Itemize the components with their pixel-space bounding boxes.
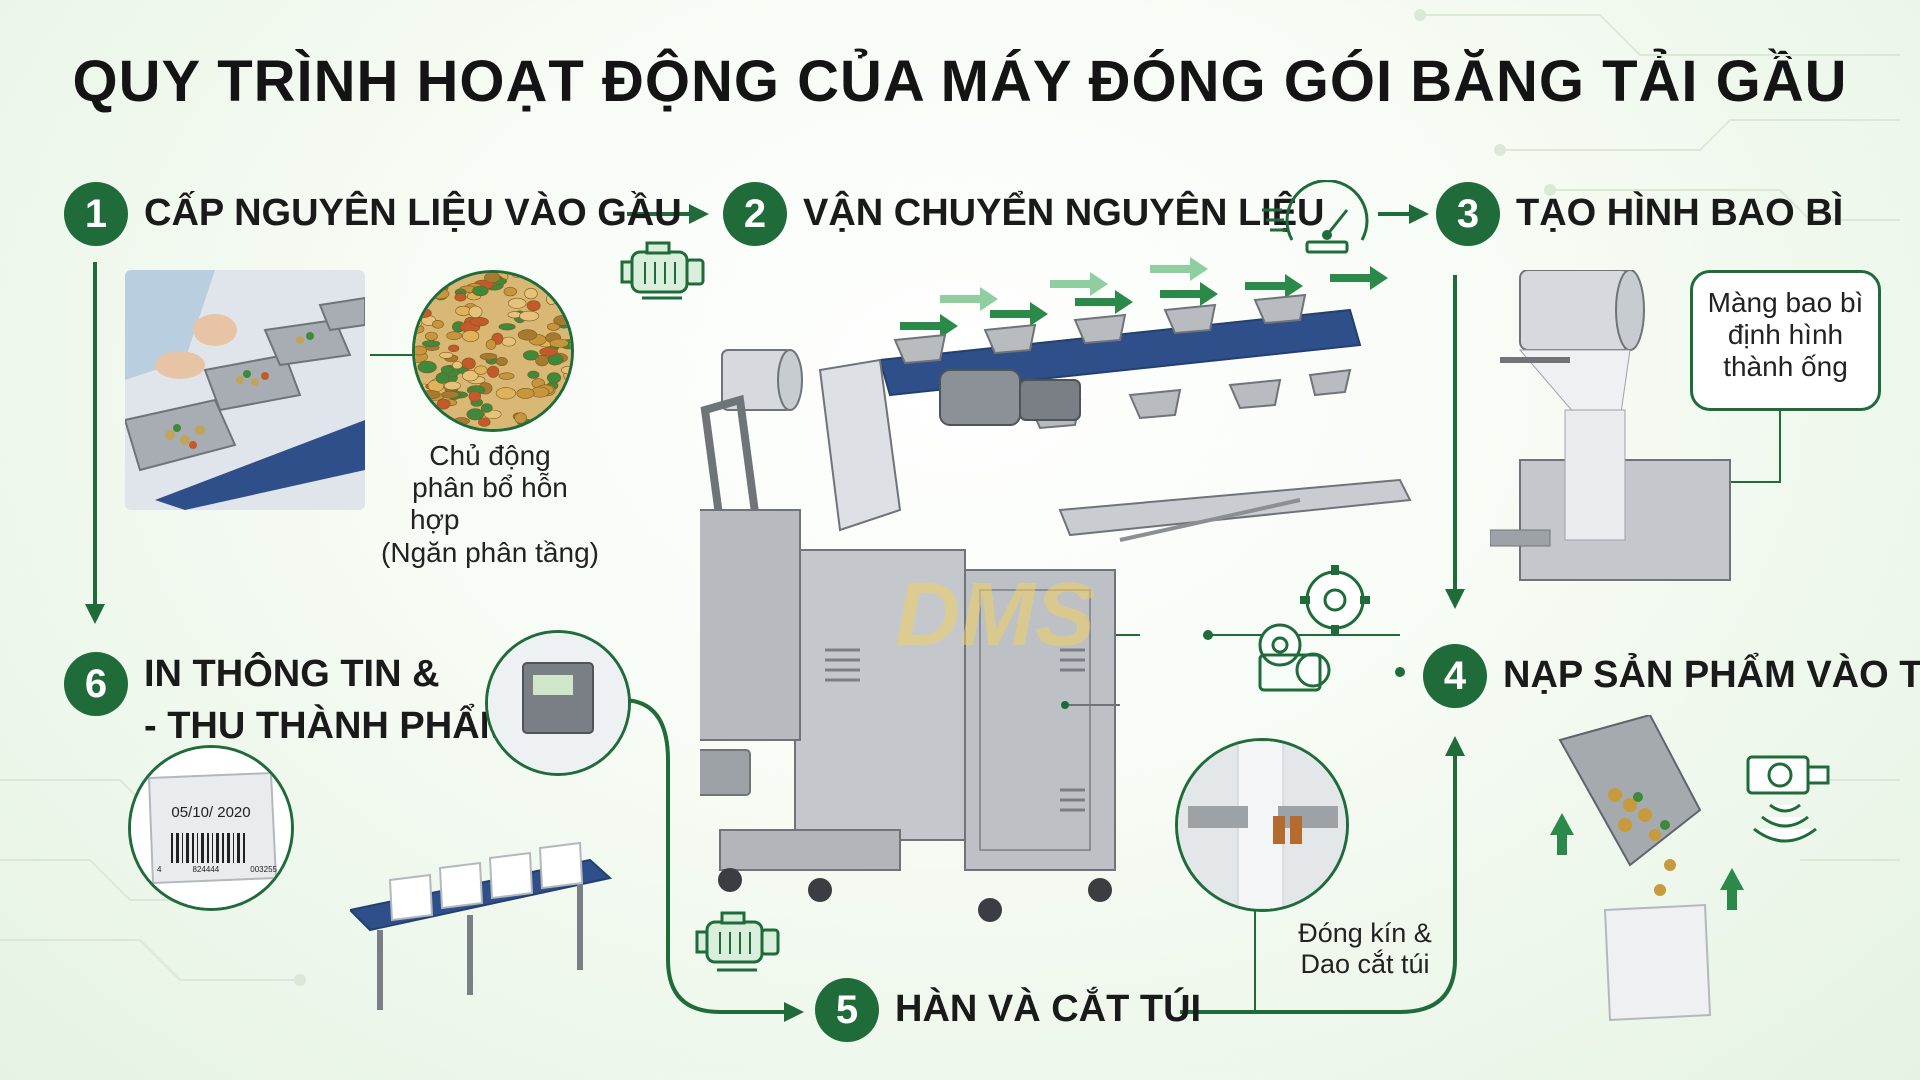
granule bbox=[539, 347, 558, 357]
brand-watermark: DMS bbox=[895, 565, 1095, 665]
granule bbox=[547, 322, 561, 331]
page-title: QUY TRÌNH HOẠT ĐỘNG CỦA MÁY ĐÓNG GÓI BĂN… bbox=[72, 49, 1848, 114]
printer-zoom bbox=[485, 630, 631, 776]
step-3: 3 TẠO HÌNH BAO BÌ bbox=[1436, 182, 1843, 246]
granule bbox=[484, 273, 501, 283]
granule bbox=[479, 352, 498, 361]
granule bbox=[487, 365, 500, 378]
granule bbox=[507, 297, 527, 309]
granule bbox=[527, 370, 540, 379]
motor-icon bbox=[620, 241, 705, 300]
granule bbox=[436, 398, 451, 410]
granule bbox=[422, 340, 441, 348]
filling-illustration bbox=[1550, 715, 1744, 1022]
step-4-label: NẠP SẢN PHẨM VÀO TÚI bbox=[1503, 654, 1920, 697]
granule bbox=[446, 331, 462, 341]
granule bbox=[470, 316, 489, 327]
granule bbox=[453, 417, 470, 425]
granule bbox=[519, 310, 540, 322]
granule bbox=[431, 319, 444, 329]
granule bbox=[503, 286, 517, 297]
granule bbox=[495, 357, 508, 367]
step-6-number: 6 bbox=[64, 652, 128, 716]
motion-arrows bbox=[900, 266, 1388, 338]
granule bbox=[524, 288, 538, 300]
sealing-zoom bbox=[1175, 738, 1349, 912]
granule bbox=[468, 305, 483, 319]
granule bbox=[443, 381, 461, 391]
step-5: 5 HÀN VÀ CẮT TÚI bbox=[815, 978, 1201, 1042]
granule bbox=[472, 285, 489, 297]
mixing-caption: Chủ động phân bổ hỗn hợp (Ngăn phân tầng… bbox=[381, 440, 599, 568]
packaging-machine: DMS bbox=[700, 257, 1412, 922]
gear-icon bbox=[1258, 565, 1370, 692]
granule bbox=[439, 351, 454, 359]
granule bbox=[478, 417, 491, 427]
motor-icon bbox=[695, 911, 780, 972]
package-barcode-digits: 4 824444 003255 bbox=[157, 865, 277, 874]
arrow-6-to-5 bbox=[621, 698, 804, 1022]
feeding-photo bbox=[125, 270, 365, 510]
step-4-number: 4 bbox=[1423, 644, 1487, 708]
granule bbox=[440, 365, 453, 375]
granule bbox=[462, 370, 479, 382]
arrow-5-to-4 bbox=[1180, 736, 1465, 1014]
package-date: 05/10/ 2020 bbox=[171, 804, 251, 821]
granule bbox=[415, 345, 427, 356]
granule bbox=[461, 357, 476, 370]
granule bbox=[435, 372, 450, 384]
film-former bbox=[1490, 270, 1731, 581]
granule bbox=[517, 329, 538, 341]
output-conveyor bbox=[350, 841, 613, 1010]
step-2-number: 2 bbox=[723, 182, 787, 246]
granule bbox=[514, 412, 527, 424]
step-3-label: TẠO HÌNH BAO BÌ bbox=[1516, 192, 1844, 235]
sealing-caption: Đóng kín & Dao cắt túi bbox=[1298, 918, 1432, 980]
granule bbox=[495, 387, 516, 400]
granule bbox=[485, 339, 497, 350]
granule bbox=[498, 323, 516, 331]
granule bbox=[461, 330, 480, 342]
granule bbox=[441, 390, 459, 399]
granule bbox=[417, 360, 437, 374]
granule bbox=[451, 361, 463, 370]
granule bbox=[466, 408, 485, 421]
step-1: 1 CẤP NGUYÊN LIỆU VÀO GẦU bbox=[64, 182, 682, 246]
granule bbox=[523, 350, 539, 361]
step-1-label: CẤP NGUYÊN LIỆU VÀO GẦU bbox=[144, 192, 682, 235]
step-1-number: 1 bbox=[64, 182, 128, 246]
granules-zoom bbox=[412, 270, 574, 432]
step-5-number: 5 bbox=[815, 978, 879, 1042]
package-zoom: 05/10/ 2020 4 824444 003255 bbox=[128, 745, 294, 911]
granule bbox=[481, 403, 493, 413]
speedometer-icon bbox=[1262, 180, 1369, 254]
step-2: 2 VẬN CHUYỂN NGUYÊN LIỆU bbox=[723, 182, 1325, 246]
granule bbox=[546, 372, 562, 384]
step-6-label-line1: IN THÔNG TIN & bbox=[144, 653, 440, 695]
granule bbox=[455, 305, 472, 316]
granule bbox=[468, 390, 481, 403]
granule bbox=[474, 365, 488, 375]
granule bbox=[549, 338, 569, 348]
step-5-label: HÀN VÀ CẮT TÚI bbox=[895, 988, 1202, 1031]
granule bbox=[535, 354, 549, 367]
granule bbox=[498, 372, 515, 380]
film-callout: Màng bao bì định hình thành ống bbox=[1690, 270, 1881, 411]
granule bbox=[448, 344, 460, 353]
step-2-label: VẬN CHUYỂN NGUYÊN LIỆU bbox=[803, 192, 1325, 235]
granule bbox=[526, 300, 541, 311]
step-4: 4 NẠP SẢN PHẨM VÀO TÚI bbox=[1423, 644, 1920, 708]
granule bbox=[454, 293, 467, 302]
granule bbox=[424, 331, 438, 341]
step-3-number: 3 bbox=[1436, 182, 1500, 246]
granule bbox=[561, 366, 571, 375]
printer-icon bbox=[522, 662, 594, 734]
sensor-icon bbox=[1746, 755, 1830, 843]
step-6-label-line2: - THU THÀNH PHẨM bbox=[144, 704, 512, 747]
step-6: 6 IN THÔNG TIN & - THU THÀNH PHẨM bbox=[64, 652, 511, 749]
granule bbox=[501, 336, 516, 347]
granule bbox=[516, 388, 535, 399]
